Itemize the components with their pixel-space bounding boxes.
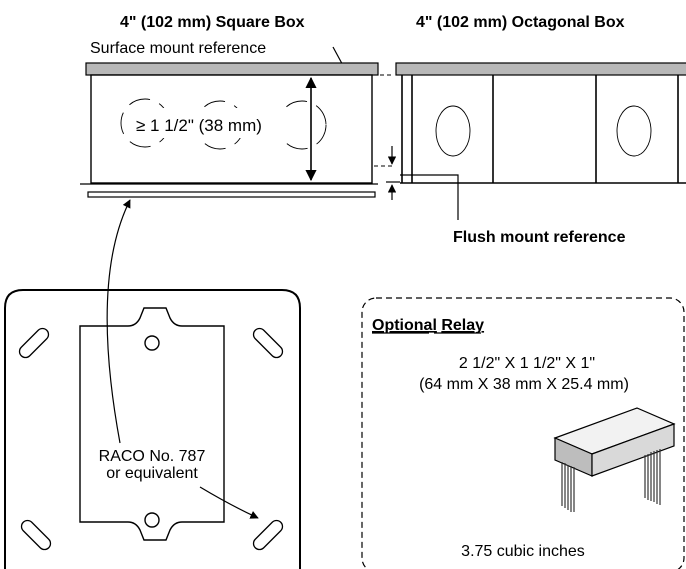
depth-label: ≥ 1 1/2" (38 mm) <box>136 116 262 135</box>
raco-leader-to-plate <box>106 199 131 444</box>
cover-plate-outline <box>4 289 301 569</box>
relay-dims-metric: (64 mm X 38 mm X 25.4 mm) <box>419 376 629 393</box>
raco-label-line1: RACO No. 787 <box>99 448 206 465</box>
mounting-slot-top-left <box>18 327 50 359</box>
optional-relay-panel: Optional Relay 2 1/2" X 1 1/2" X 1" (64 … <box>361 297 685 569</box>
relay-volume: 3.75 cubic inches <box>461 543 585 560</box>
cover-plate-front: RACO No. 787 or equivalent <box>4 199 301 569</box>
surface-mount-label: Surface mount reference <box>90 40 266 57</box>
depth-label-backdrop <box>131 108 285 138</box>
square-box-top-plate <box>85 62 379 76</box>
mounting-slot-bottom-right <box>252 519 284 551</box>
relay-heading-optional: Optional <box>372 317 437 334</box>
screw-hole-bottom <box>144 512 160 528</box>
relay-side-face <box>591 423 675 477</box>
relay-pins <box>561 449 661 512</box>
flush-mount-leader <box>400 174 459 220</box>
screw-hole-top <box>144 335 160 351</box>
square-box: ≥ 1 1/2" (38 mm) <box>80 62 379 198</box>
relay-dims-imperial: 2 1/2" X 1 1/2" X 1" <box>459 355 595 372</box>
oct-knockout-1 <box>435 105 471 157</box>
octagonal-box-top-plate <box>395 62 686 76</box>
mounting-slot-top-right <box>252 327 284 359</box>
relay-panel-border <box>361 297 685 569</box>
mounting-slot-bottom-left <box>20 519 52 551</box>
relay-heading: Optional Relay <box>372 317 484 334</box>
cover-plate-side <box>87 191 376 198</box>
relay-illustration <box>553 407 676 512</box>
octagonal-box <box>395 62 686 184</box>
device-opening <box>79 307 225 541</box>
raco-label-line2: or equivalent <box>106 465 198 482</box>
relay-heading-relay: Relay <box>441 317 484 334</box>
raco-label-backdrop <box>84 440 220 484</box>
oct-knockout-2 <box>616 105 652 157</box>
raco-leader-to-cover <box>199 486 259 519</box>
square-box-title: 4" (102 mm) Square Box <box>120 14 305 31</box>
octagonal-box-title: 4" (102 mm) Octagonal Box <box>416 14 625 31</box>
flush-mount-label: Flush mount reference <box>453 229 626 246</box>
